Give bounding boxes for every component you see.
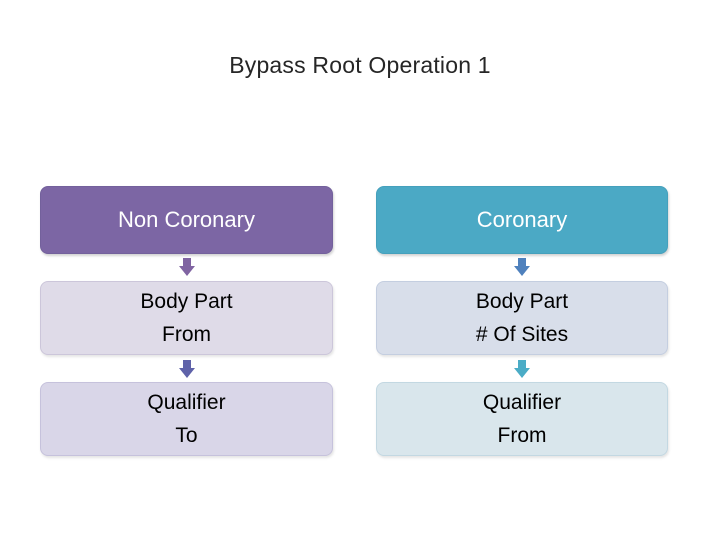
flow-column-coronary: Coronary Body Part # Of Sites Qualifier … — [376, 186, 668, 456]
arrow-zone — [40, 252, 333, 281]
step-line-2: From — [162, 323, 211, 347]
down-arrow-icon — [514, 359, 530, 378]
flow-column-non-coronary: Non Coronary Body Part From Qualifier To — [40, 186, 333, 456]
header-label: Non Coronary — [118, 207, 255, 232]
step-line-2: To — [175, 424, 198, 448]
step-box-body-part-from: Body Part From — [40, 281, 333, 355]
header-label: Coronary — [476, 207, 568, 232]
header-box-non-coronary: Non Coronary — [40, 186, 333, 254]
step-box-qualifier-from: Qualifier From — [376, 382, 668, 456]
step-line-1: Body Part — [140, 289, 233, 313]
step-line-1: Qualifier — [147, 390, 226, 414]
step-box-body-part-sites: Body Part # Of Sites — [376, 281, 668, 355]
arrow-zone — [40, 355, 333, 382]
step-line-2: # Of Sites — [475, 323, 569, 347]
arrow-zone — [376, 252, 668, 281]
header-box-coronary: Coronary — [376, 186, 668, 254]
down-arrow-icon — [178, 257, 195, 276]
step-line-2: From — [497, 424, 547, 448]
down-arrow-icon — [514, 257, 530, 276]
step-box-qualifier-to: Qualifier To — [40, 382, 333, 456]
step-line-1: Qualifier — [482, 390, 562, 414]
step-line-1: Body Part — [475, 289, 569, 313]
down-arrow-icon — [178, 359, 195, 378]
slide-title: Bypass Root Operation 1 — [229, 52, 491, 78]
arrow-zone — [376, 355, 668, 382]
